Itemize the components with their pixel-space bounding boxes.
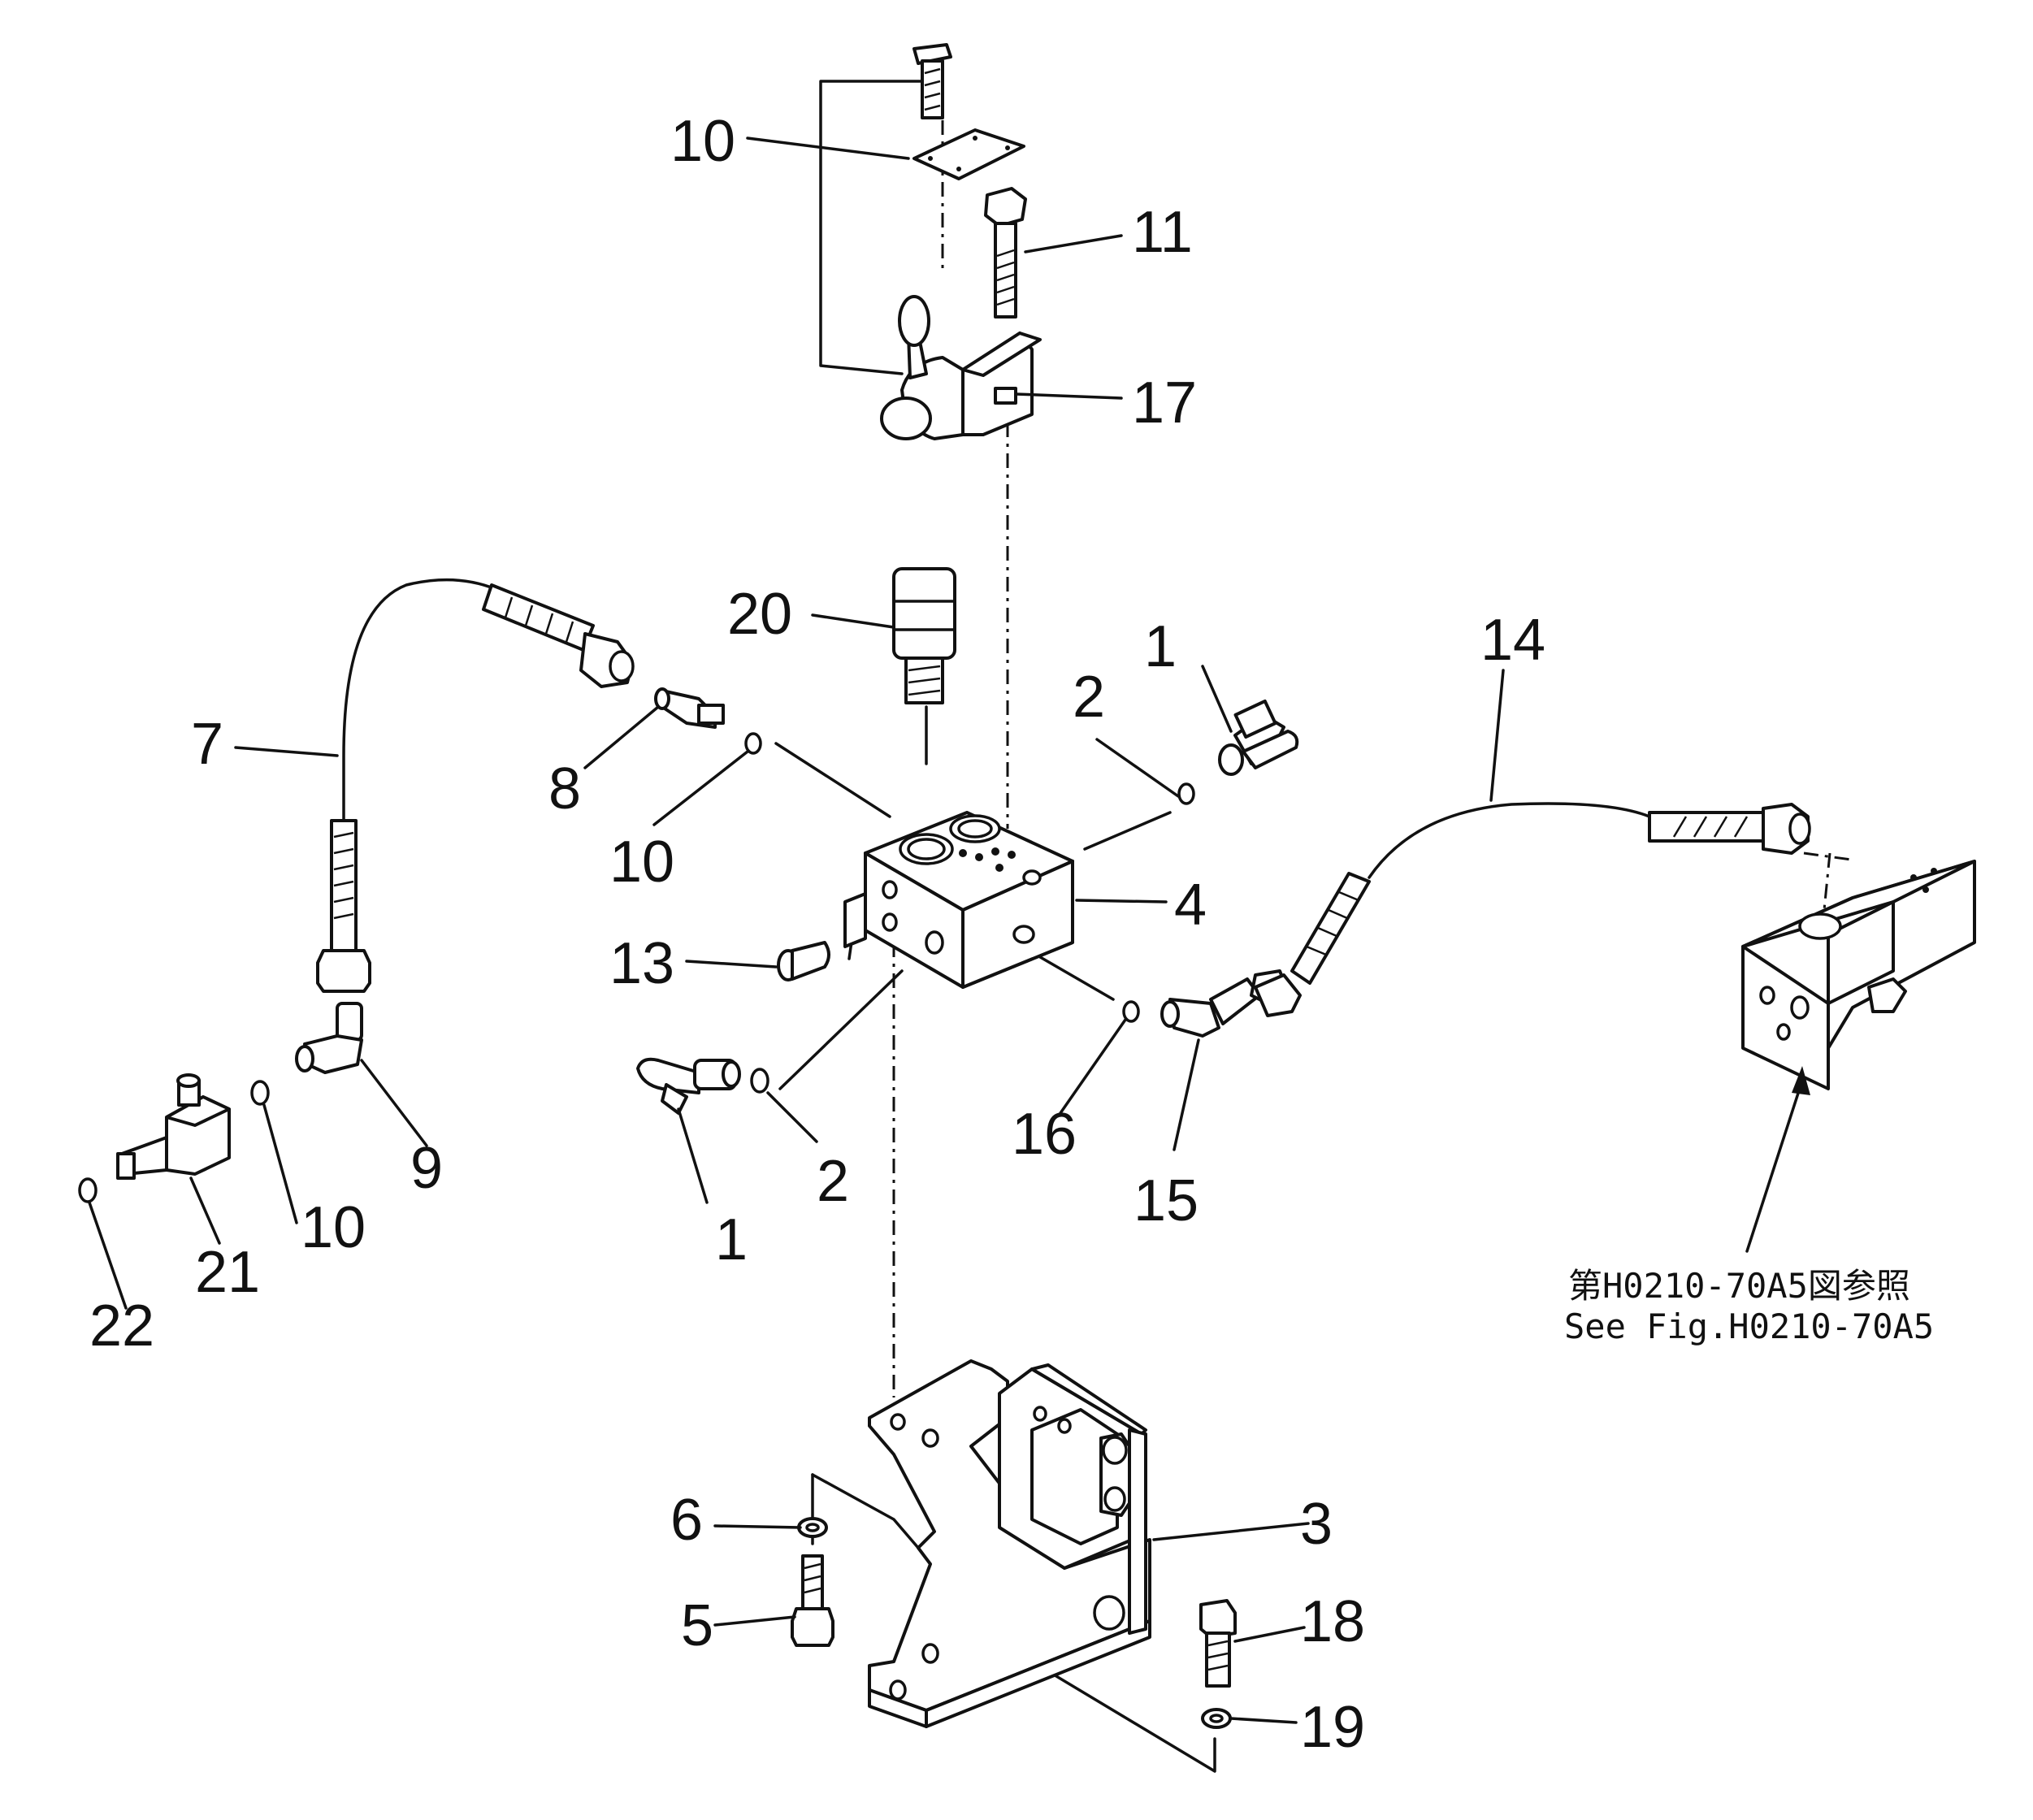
- callout-18: 18: [1300, 1589, 1365, 1654]
- part-9-elbow: [295, 1002, 363, 1074]
- part-20-relief-plug: [892, 567, 956, 704]
- callout-7: 7: [191, 712, 223, 777]
- o-ring-16: [1122, 1000, 1140, 1023]
- reference-valve-assembly: [1741, 860, 1976, 1090]
- part-5-bolt: [791, 1554, 834, 1647]
- callout-8: 8: [548, 756, 581, 821]
- callout-2-upper: 2: [1073, 665, 1105, 730]
- part-19-washer: [1201, 1708, 1232, 1729]
- part-1-elbow-lower: [636, 1057, 741, 1115]
- callout-11: 10: [670, 109, 735, 174]
- callout-labels: 10 11 17 20 1 14 2 7 8 10 4 13 16 9 2 15…: [89, 109, 1545, 1760]
- part-11-cover-plate: [912, 128, 1025, 180]
- callout-10-upper: 10: [609, 830, 674, 895]
- part-8-adapter: [654, 687, 725, 729]
- part-7-hose: [316, 578, 635, 993]
- callout-12: 11: [1132, 200, 1193, 265]
- part-18-bolt: [1199, 1599, 1237, 1688]
- reference-arrow: [1745, 1066, 1810, 1253]
- part-13-plug: [777, 941, 830, 982]
- callout-9: 9: [410, 1136, 443, 1201]
- callout-3: 3: [1300, 1492, 1333, 1557]
- callout-13: 13: [609, 931, 674, 996]
- assembly-centerlines: [892, 89, 1852, 1398]
- leader-lines: [88, 136, 1505, 1724]
- callout-6: 6: [670, 1488, 703, 1553]
- callout-19: 19: [1300, 1695, 1365, 1760]
- callout-15: 15: [1134, 1168, 1199, 1233]
- reference-note-japanese: 第H0210-70A5図参照: [1568, 1266, 1910, 1306]
- o-ring-10-upper: [744, 732, 762, 755]
- reference-note-english: See Fig.H0210-70A5: [1564, 1306, 1934, 1346]
- part-1-elbow-upper: [1218, 699, 1299, 776]
- o-rings: [78, 732, 1195, 1203]
- o-ring-2-lower: [750, 1068, 769, 1094]
- part-4-valve-block: [843, 811, 1074, 989]
- o-ring-22: [78, 1177, 98, 1203]
- callout-2-lower: 2: [817, 1149, 849, 1214]
- callout-20: 20: [727, 582, 792, 647]
- part-12-bolt: [984, 187, 1027, 318]
- callout-1-lower: 1: [715, 1207, 748, 1272]
- callout-5: 5: [681, 1593, 713, 1658]
- o-ring-10-lower: [250, 1080, 270, 1106]
- callout-4: 4: [1174, 873, 1207, 938]
- callout-1-upper: 1: [1144, 614, 1177, 679]
- callout-10-lower: 10: [301, 1195, 366, 1260]
- callout-14: 14: [1480, 608, 1545, 673]
- part-14-hose: [1254, 802, 1811, 1017]
- part-6-washer: [797, 1517, 828, 1538]
- callout-21: 21: [195, 1240, 260, 1305]
- part-11-screw: [912, 43, 952, 119]
- part-21-valve: [116, 1073, 231, 1180]
- part-17-manual-valve: [880, 295, 1042, 440]
- o-ring-2-upper: [1177, 782, 1195, 805]
- part-3-bracket: [868, 1359, 1151, 1728]
- reference-note: 第H0210-70A5図参照 See Fig.H0210-70A5: [1564, 1266, 1934, 1346]
- callout-22: 22: [89, 1294, 154, 1358]
- callout-17: 17: [1132, 370, 1197, 436]
- callout-16: 16: [1012, 1102, 1077, 1167]
